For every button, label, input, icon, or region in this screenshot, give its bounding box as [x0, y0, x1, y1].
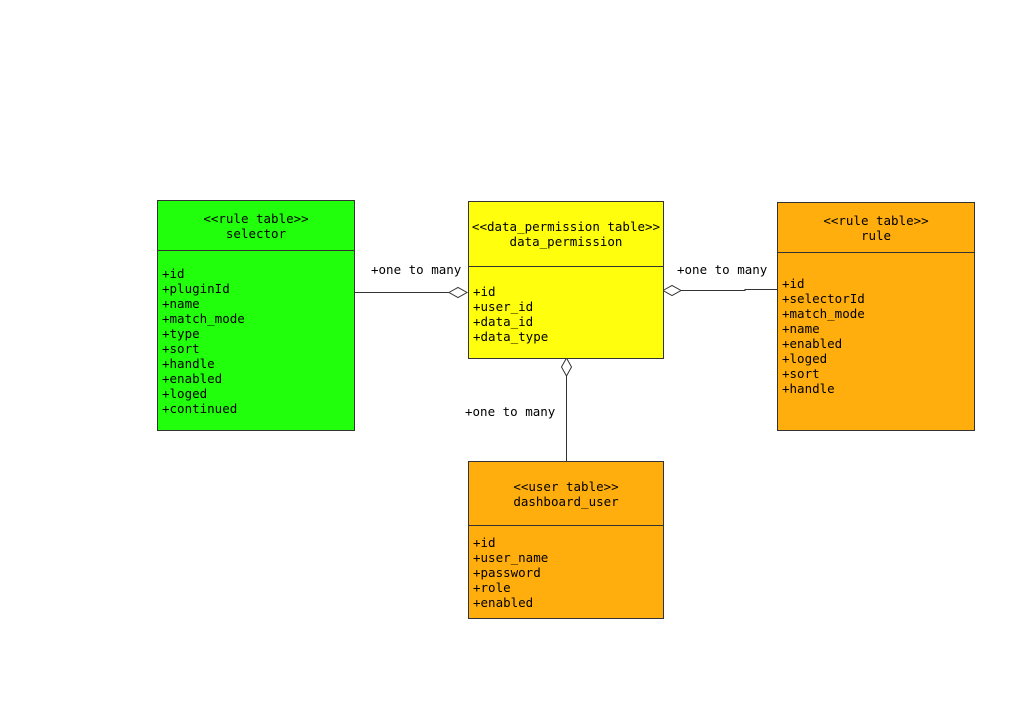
attribute-row: +handle: [162, 356, 215, 371]
attribute-row: +id: [782, 276, 805, 291]
dashboard-user-attributes: +id+user_name+password+role+enabled: [473, 535, 659, 610]
dashboard-user-stereotype: <<user table>>: [513, 478, 619, 494]
attribute-row: +id: [473, 284, 496, 299]
rule-stereotype: <<rule table>>: [823, 212, 929, 228]
attribute-row: +match_mode: [162, 311, 245, 326]
selector-table-header: <<rule table>> selector: [158, 201, 354, 251]
rule-name: rule: [860, 227, 892, 243]
dashboard-user-table-header: <<user table>> dashboard_user: [469, 462, 663, 526]
rule-table-header: <<rule table>> rule: [778, 203, 974, 253]
attribute-row: +enabled: [162, 371, 223, 386]
attribute-row: +name: [162, 296, 200, 311]
attribute-row: +loged: [782, 351, 828, 366]
data-permission-table-header: <<data_permission table>> data_permissio…: [469, 202, 663, 267]
attribute-row: +enabled: [473, 595, 534, 610]
attribute-row: +sort: [162, 341, 200, 356]
attribute-row: +continued: [162, 401, 238, 416]
attribute-row: +data_type: [473, 329, 549, 344]
attribute-row: +data_id: [473, 314, 534, 329]
aggregation-diamond-user: [560, 356, 573, 378]
aggregation-diamond-selector: [447, 286, 469, 299]
attribute-row: +enabled: [782, 336, 843, 351]
attribute-row: +id: [162, 266, 185, 281]
attribute-row: +name: [782, 321, 820, 336]
selector-stereotype: <<rule table>>: [203, 210, 309, 226]
rule-table[interactable]: <<rule table>> rule +id+selectorId+match…: [777, 202, 975, 431]
association-line-rule: [681, 289, 777, 291]
selector-table[interactable]: <<rule table>> selector +id+pluginId+nam…: [157, 200, 355, 431]
attribute-row: +pluginId: [162, 281, 230, 296]
attribute-row: +password: [473, 565, 541, 580]
selector-name: selector: [225, 225, 287, 241]
attribute-row: +selectorId: [782, 291, 865, 306]
data-permission-attributes: +id+user_id+data_id+data_type: [473, 284, 659, 344]
attribute-row: +type: [162, 326, 200, 341]
data-permission-stereotype: <<data_permission table>>: [471, 219, 661, 234]
dashboard-user-table[interactable]: <<user table>> dashboard_user +id+user_n…: [468, 461, 664, 619]
rule-attributes: +id+selectorId+match_mode+name+enabled+l…: [782, 276, 970, 396]
dashboard-user-name: dashboard_user: [513, 493, 619, 509]
attribute-row: +id: [473, 535, 496, 550]
attribute-row: +role: [473, 580, 511, 595]
association-label-selector: +one to many: [371, 262, 462, 277]
data-permission-name: data_permission: [509, 234, 623, 249]
attribute-row: +match_mode: [782, 306, 865, 321]
attribute-row: +user_name: [473, 550, 549, 565]
attribute-row: +handle: [782, 381, 835, 396]
aggregation-diamond-rule: [661, 284, 683, 297]
data-permission-table[interactable]: <<data_permission table>> data_permissio…: [468, 201, 664, 359]
association-label-rule: +one to many: [677, 262, 768, 277]
selector-attributes: +id+pluginId+name+match_mode+type+sort+h…: [162, 266, 350, 416]
association-label-user: +one to many: [465, 404, 556, 419]
attribute-row: +user_id: [473, 299, 534, 314]
attribute-row: +sort: [782, 366, 820, 381]
attribute-row: +loged: [162, 386, 208, 401]
